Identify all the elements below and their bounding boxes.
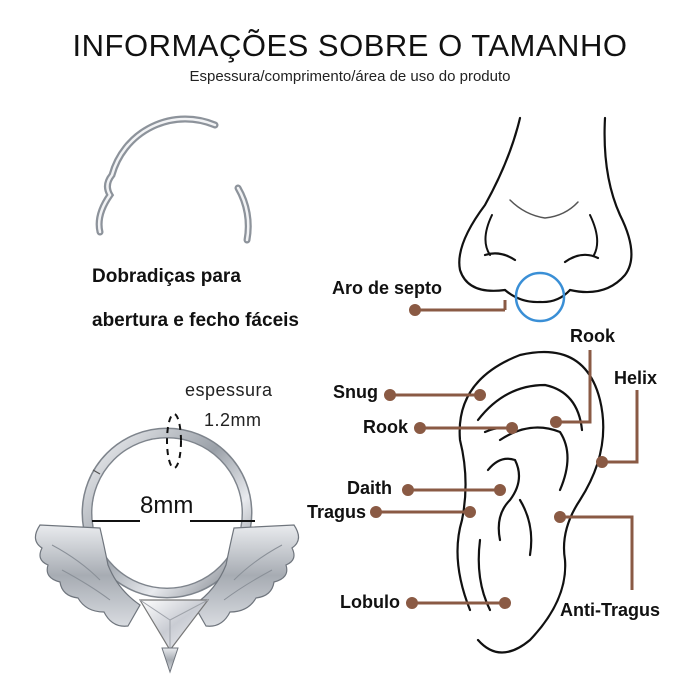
- hinge-note-line1: Dobradiças para: [92, 266, 241, 287]
- label-rook-top: Rook: [570, 326, 615, 346]
- thickness-label: espessura: [185, 380, 273, 400]
- label-helix: Helix: [614, 368, 658, 388]
- label-septum: Aro de septo: [332, 278, 443, 298]
- hinge-note-line2: abertura e fecho fáceis: [92, 310, 299, 331]
- diameter-label: 8mm: [140, 492, 194, 519]
- label-anti-tragus: Anti-Tragus: [560, 600, 661, 620]
- label-lobulo: Lobulo: [340, 592, 400, 612]
- page-subtitle: Espessura/comprimento/área de uso do pro…: [189, 68, 511, 85]
- pointer-lines: [370, 300, 639, 609]
- septum-dot: [409, 304, 421, 316]
- label-tragus: Tragus: [307, 502, 367, 522]
- open-hinged-ring: [95, 115, 252, 244]
- septum-ring-marker: [514, 271, 566, 323]
- label-daith: Daith: [347, 478, 392, 498]
- label-snug: Snug: [333, 382, 378, 402]
- thickness-indicator: [166, 413, 182, 469]
- thickness-value: 1.2mm: [204, 410, 262, 430]
- nose-diagram: [458, 116, 633, 304]
- label-rook-left: Rook: [363, 417, 408, 437]
- bat-wing-ring: [34, 427, 300, 674]
- page-title: INFORMAÇÕES SOBRE O TAMANHO: [72, 28, 628, 63]
- ear-diagram: [456, 350, 605, 654]
